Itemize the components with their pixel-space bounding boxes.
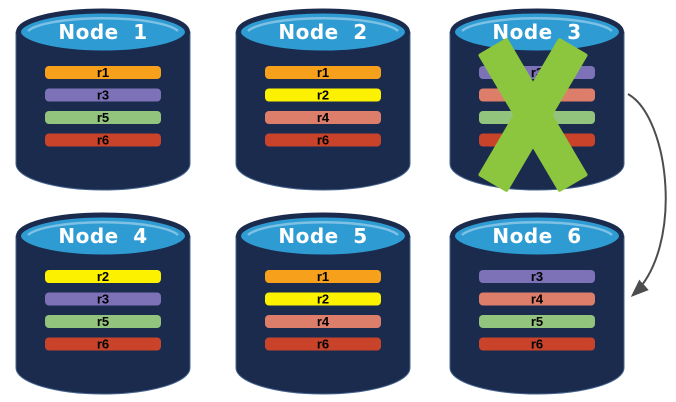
node-3: Node 3 r3 r4 r5 r6 xyxy=(449,8,625,191)
replica-bar-label: r6 xyxy=(531,337,543,352)
node-2: Node 2 r1 r2 r4 r6 xyxy=(235,8,411,191)
cylinder-top xyxy=(236,212,410,260)
replica-bar xyxy=(265,337,381,351)
node-6: Node 6 r3 r4 r5 r6 xyxy=(449,212,625,395)
replica-bar xyxy=(265,111,381,124)
replica-bar-label: r3 xyxy=(531,269,543,284)
replica-bar-label: r6 xyxy=(97,337,109,352)
replica-bar xyxy=(45,315,161,328)
replica-bar xyxy=(45,111,161,124)
node-title: Node 6 xyxy=(492,224,581,248)
node-title: Node 5 xyxy=(278,224,367,248)
replica-bar-label: r2 xyxy=(317,292,329,307)
replica-bar-label: r6 xyxy=(317,337,329,352)
replica-bar-label: r5 xyxy=(531,110,543,125)
replica-bar xyxy=(45,337,161,351)
node-title: Node 4 xyxy=(58,224,147,248)
cylinder-top-highlight-icon xyxy=(461,17,613,32)
replica-bar-label: r1 xyxy=(317,65,329,80)
replica-bar-label: r3 xyxy=(531,65,543,80)
replica-bar-label: r2 xyxy=(97,269,109,284)
cylinder-top-highlight-icon xyxy=(247,17,399,32)
arrow-curve xyxy=(627,93,667,298)
replica-bar xyxy=(45,292,161,306)
replica-bar xyxy=(265,270,381,283)
replica-bar-label: r4 xyxy=(531,292,544,307)
replica-bar-label: r5 xyxy=(97,110,109,125)
replica-bar-label: r5 xyxy=(97,314,109,329)
replica-bar-label: r6 xyxy=(317,133,329,148)
replica-bar-label: r4 xyxy=(317,110,330,125)
replica-bar xyxy=(265,133,381,147)
replica-bar-label: r2 xyxy=(317,88,329,103)
replica-bar xyxy=(265,88,381,102)
replica-bar xyxy=(479,337,595,351)
replica-bar xyxy=(479,292,595,306)
node-5: Node 5 r1 r2 r4 r6 xyxy=(235,212,411,395)
cylinder-top-highlight-icon xyxy=(27,221,179,236)
replica-bar-label: r5 xyxy=(531,314,543,329)
replica-bar xyxy=(479,315,595,328)
node-title: Node 2 xyxy=(278,20,367,44)
replica-bar xyxy=(45,270,161,283)
cylinder-top-highlight-icon xyxy=(461,221,613,236)
cylinder-top xyxy=(236,8,410,56)
replica-bar xyxy=(265,66,381,79)
cylinder-top-highlight-icon xyxy=(27,17,179,32)
replica-bar-label: r1 xyxy=(317,269,329,284)
replica-bar xyxy=(45,88,161,102)
replica-bar-label: r3 xyxy=(97,88,109,103)
node-1: Node 1 r1 r3 r5 r6 xyxy=(15,8,191,191)
cylinder-top-highlight-icon xyxy=(247,221,399,236)
replica-bar-label: r6 xyxy=(531,133,543,148)
replica-bar xyxy=(265,315,381,328)
replica-bar-label: r6 xyxy=(97,133,109,148)
cylinder-top xyxy=(16,8,190,56)
cylinder-top xyxy=(16,212,190,260)
replica-bar-label: r4 xyxy=(317,314,330,329)
replica-bar xyxy=(265,292,381,306)
node-4: Node 4 r2 r3 r5 r6 xyxy=(15,212,191,395)
replica-bar-label: r3 xyxy=(97,292,109,307)
replica-bar-label: r4 xyxy=(531,88,544,103)
replica-bar xyxy=(45,66,161,79)
node-title: Node 3 xyxy=(492,20,581,44)
replica-bar-label: r1 xyxy=(97,65,109,80)
node-title: Node 1 xyxy=(58,20,147,44)
replica-bar xyxy=(45,133,161,147)
replica-bar xyxy=(479,270,595,283)
cylinder-top xyxy=(450,212,624,260)
